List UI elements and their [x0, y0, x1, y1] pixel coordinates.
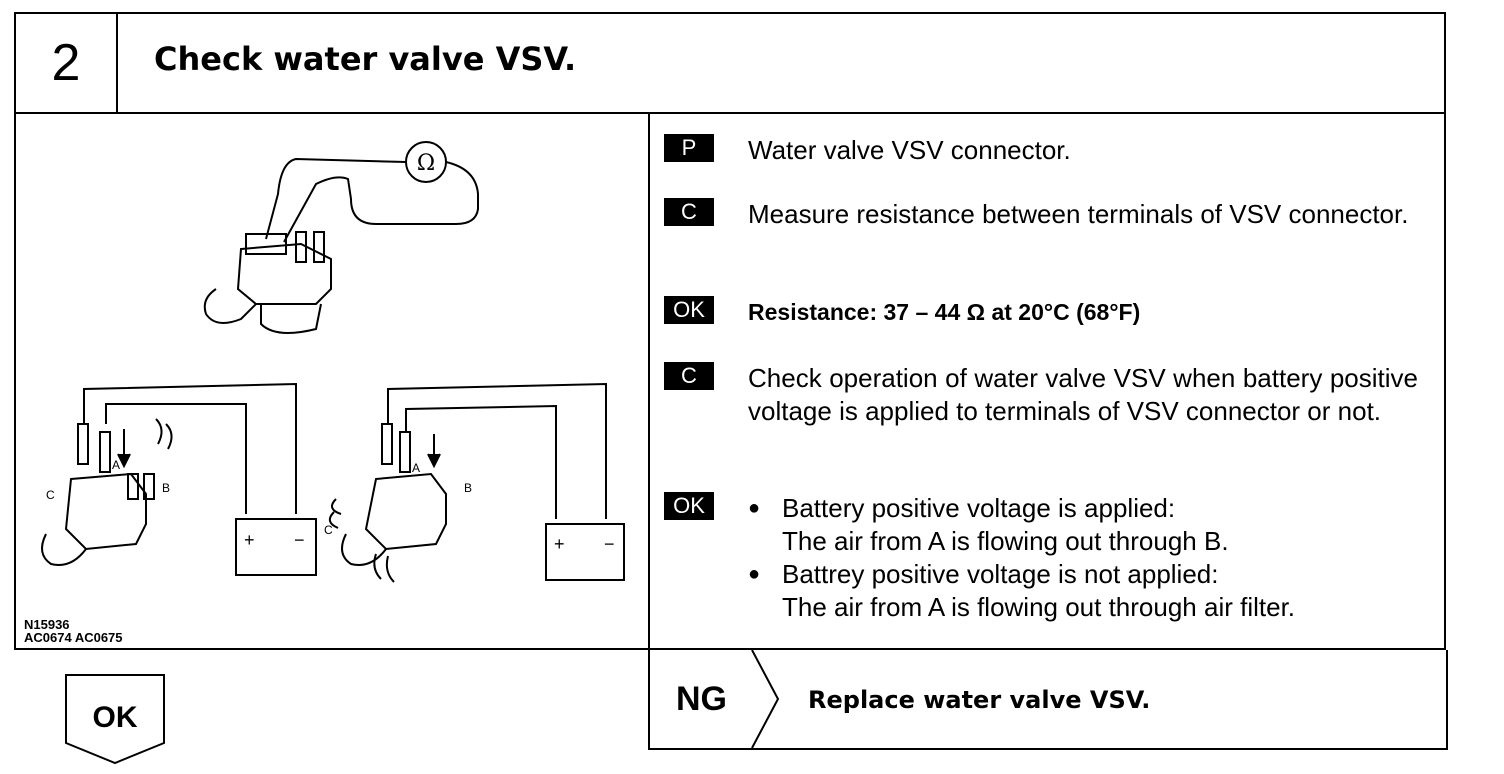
step-ok2-list: Battery positive voltage is applied: The…: [748, 492, 1418, 624]
svg-text:C: C: [46, 488, 55, 502]
svg-text:C: C: [324, 523, 333, 537]
svg-text:A: A: [412, 461, 420, 475]
ohm-symbol: Ω: [417, 151, 435, 176]
ok-arrow-shape: OK: [65, 674, 165, 765]
ok-result-arrow: OK: [64, 673, 168, 770]
tag-p: P: [664, 134, 714, 162]
battery-left: [235, 518, 317, 576]
ng-label: NG: [676, 680, 727, 718]
ng-action-text: Replace water valve VSV.: [808, 686, 1151, 714]
ohmmeter-test-figure: Ω: [203, 141, 479, 334]
svg-text:+: +: [244, 530, 255, 550]
ng-result-box: NG Replace water valve VSV.: [648, 650, 1448, 750]
figure-codes: N15936 AC0674 AC0675: [24, 617, 123, 645]
tag-c: C: [664, 198, 714, 226]
step-title: Check water valve VSV.: [154, 40, 577, 78]
procedure-frame: 2 Check water valve VSV. Ω: [14, 12, 1446, 650]
bullet-item: Battery positive voltage is applied: The…: [748, 492, 1418, 558]
ng-chevron-icon: [751, 650, 780, 748]
tag-c: C: [664, 362, 714, 390]
svg-text:A: A: [112, 458, 120, 472]
step-c2-text: Check operation of water valve VSV when …: [748, 363, 1418, 426]
svg-text:B: B: [464, 481, 472, 495]
svg-text:−: −: [604, 534, 615, 554]
svg-text:−: −: [294, 530, 305, 550]
tag-ok: OK: [664, 492, 714, 520]
svg-text:B: B: [162, 481, 170, 495]
battery-right: [545, 523, 625, 581]
step-number: 2: [16, 14, 118, 112]
instruction-panel: P Water valve VSV connector. C Measure r…: [650, 114, 1444, 648]
step-ok1-text: Resistance: 37 – 44 Ω at 20°C (68°F): [748, 299, 1141, 325]
tag-ok: OK: [664, 296, 714, 324]
illustration-panel: Ω A: [16, 114, 650, 648]
step-p-text: Water valve VSV connector.: [748, 135, 1071, 165]
step-c1-text: Measure resistance between terminals of …: [748, 199, 1409, 229]
vsv-wiring-diagram: Ω A: [41, 141, 625, 583]
step-header: 2 Check water valve VSV.: [16, 14, 1444, 114]
bullet-item: Battrey positive voltage is not applied:…: [748, 558, 1418, 624]
vsv-deenergized-figure: A B C + −: [324, 382, 625, 583]
vsv-energized-figure: A B C + −: [41, 382, 317, 576]
ok-label: OK: [93, 701, 138, 734]
svg-text:+: +: [554, 534, 565, 554]
